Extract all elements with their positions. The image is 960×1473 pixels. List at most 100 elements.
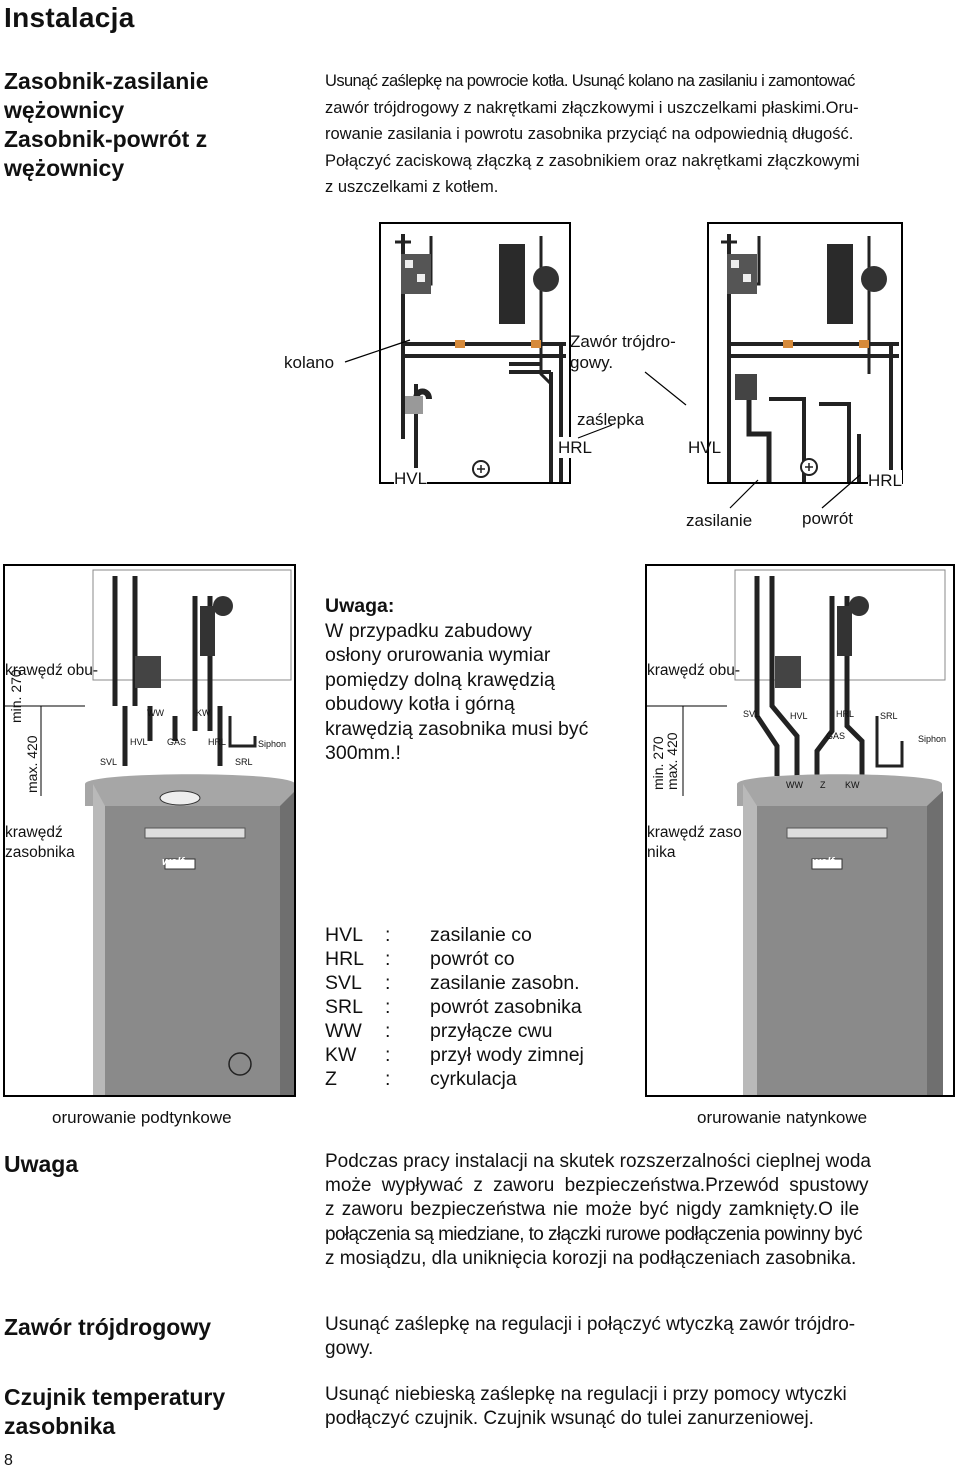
label-zawor-line1: Zawór trójdro- (570, 332, 676, 351)
uwaga-line: z mosiądzu, dla uniknięcia korozji na po… (325, 1247, 857, 1269)
legend-value: zasilanie co (430, 924, 532, 946)
heading-line: Czujnik temperatury (4, 1384, 226, 1410)
text-line: z uszczelkami z kotłem. (325, 178, 499, 196)
uwaga-line: może wypływać z zaworu bezpieczeństwa.Pr… (325, 1175, 869, 1197)
text-line: rowanie zasilania i powrotu zasobnika pr… (325, 125, 854, 143)
heading-line: wężownicy (4, 155, 125, 181)
tank-diagram-left (3, 564, 296, 1097)
tag-siphon-left: Siphon (258, 739, 287, 749)
brand-logo-right: wolf (812, 856, 834, 868)
legend-row: Z: cyrkulacja (325, 1067, 584, 1091)
uwaga-line: z zaworu bezpieczeństwa nie może być nig… (325, 1199, 860, 1221)
legend-sep: : (385, 972, 391, 994)
dim-right-max: max. 420 (664, 732, 680, 790)
tank-diagram-right (645, 564, 955, 1097)
legend-value: zasilanie zasobn. (430, 972, 580, 994)
tag-ww-left: WW (147, 708, 164, 718)
uwaga-line: Podczas pracy instalacji na skutek rozsz… (325, 1151, 871, 1172)
label-kolano: kolano (284, 353, 335, 372)
note-line: obudowy kotła i górną (325, 693, 515, 715)
legend-sep: : (385, 996, 391, 1018)
tag-srl-right: SRL (880, 711, 898, 721)
text-line: Usunąć zaślepkę na powrocie kotła. Usuną… (325, 72, 855, 90)
heading-line: Zasobnik-zasilanie (4, 68, 209, 94)
tag-kw-left: KW (196, 708, 211, 718)
czujnik-line: podłączyć czujnik. Czujnik wsunąć do tul… (325, 1408, 814, 1430)
legend-row: HVL:zasilanie co (325, 923, 584, 947)
boiler-diagram-left (379, 222, 571, 484)
dim-max-text: max. 420 (664, 732, 680, 790)
legend-key: SRL (325, 996, 363, 1018)
heading-line: wężownicy (4, 97, 125, 123)
legend-row: KW: przył wody zimnej (325, 1043, 584, 1067)
label-hrl-left: HRL (558, 437, 593, 458)
text-line: zawór trójdrogowy z nakrętkami złączkowy… (325, 98, 859, 117)
brand-logo-left: wolf (162, 856, 184, 868)
zawor-heading: Zawór trójdrogowy (4, 1314, 211, 1340)
note-line: osłony orurowania wymiar (325, 644, 551, 666)
czujnik-line: Usunąć niebieską zaślepkę na regulacji i… (325, 1384, 847, 1405)
label-right-tank-2: nika (647, 844, 676, 861)
czujnik-text: Usunąć niebieską zaślepkę na regulacji i… (325, 1383, 937, 1431)
legend-row: HRL: powrót co (325, 947, 584, 971)
legend-key: SVL (325, 972, 362, 994)
legend-sep: : (385, 948, 391, 970)
legend-sep: : (385, 1044, 391, 1066)
legend-value: cyrkulacja (430, 1068, 517, 1090)
label-left-tank-2: zasobnika (5, 844, 75, 861)
note-block: Uwaga: W przypadku zabudowy osłony oruro… (325, 594, 635, 766)
tag-hvl-left: HVL (130, 737, 148, 747)
dim-max-text: max. 420 (24, 735, 40, 793)
czujnik-heading: Czujnik temperatury zasobnika (4, 1383, 225, 1441)
note-line: W przypadku zabudowy (325, 619, 533, 642)
note-line: krawędzią zasobnika musi być (325, 717, 589, 740)
legend-key: KW (325, 1044, 357, 1066)
tag-z-right: Z (820, 780, 826, 790)
label-left-tank-1: krawędź (5, 824, 63, 841)
zawor-text: Usunąć zaślepkę na regulacji i połączyć … (325, 1313, 937, 1361)
tag-siphon-right: Siphon (918, 734, 947, 744)
uwaga-text: Podczas pracy instalacji na skutek rozsz… (325, 1150, 937, 1271)
legend-row: SRL:powrót zasobnika (325, 995, 584, 1019)
tag-kw-right: KW (845, 780, 860, 790)
text-line: Połączyć zaciskową złączką z zasobnikiem… (325, 151, 860, 170)
label-zawor-line2: gowy. (570, 353, 614, 372)
tank-left-drawing (5, 569, 294, 1095)
tank-right-drawing (647, 569, 946, 1095)
heading-line: Zasobnik-powrót z (4, 126, 208, 152)
note-line: pomiędzy dolną krawędzią (325, 668, 555, 691)
boiler-diagram-right (707, 222, 903, 484)
section-heading-zasobnik: Zasobnik-zasilanie wężownicy Zasobnik-po… (4, 67, 209, 183)
heading-line: zasobnika (4, 1413, 116, 1439)
label-hvl-right: HVL (688, 438, 722, 457)
legend-row: SVL: zasilanie zasobn. (325, 971, 584, 995)
legend-key: HRL (325, 948, 365, 970)
legend-value: przył wody zimnej (430, 1044, 584, 1066)
uwaga-heading: Uwaga (4, 1151, 79, 1177)
tag-hrl-left: HRL (208, 737, 227, 747)
page-number: 8 (4, 1452, 13, 1469)
label-zasilanie: zasilanie (686, 511, 753, 530)
note-line: 300mm.! (325, 742, 401, 764)
note-title: Uwaga: (325, 595, 395, 617)
label-powrot: powrót (802, 509, 854, 528)
legend-sep: : (385, 1020, 391, 1042)
legend: HVL:zasilanie co HRL:powrót co SVL:zasil… (325, 923, 584, 1091)
label-right-edge: krawędź obu- (647, 662, 741, 679)
tag-svl-left: SVL (100, 757, 118, 767)
legend-value: powrót co (430, 948, 515, 970)
caption-right: orurowanie natynkowe (697, 1108, 868, 1127)
label-right-tank-1: krawędź zaso (647, 824, 742, 841)
legend-sep: : (385, 1068, 391, 1090)
zawor-line: Usunąć zaślepkę na regulacji i połączyć … (325, 1314, 856, 1335)
tag-hvl-right: HVL (790, 711, 808, 721)
legend-key: Z (325, 1068, 337, 1090)
page-title: Instalacja (4, 2, 135, 33)
legend-key: WW (325, 1020, 362, 1042)
tag-ww-right: WW (786, 780, 803, 790)
label-hrl-right: HRL (868, 470, 903, 491)
tag-gas-right: GAS (826, 731, 846, 741)
legend-sep: : (385, 924, 391, 946)
uwaga-line: połączenia są miedziane, to złączki ruro… (325, 1223, 863, 1245)
label-zaslepka: zaślepka (577, 410, 645, 429)
